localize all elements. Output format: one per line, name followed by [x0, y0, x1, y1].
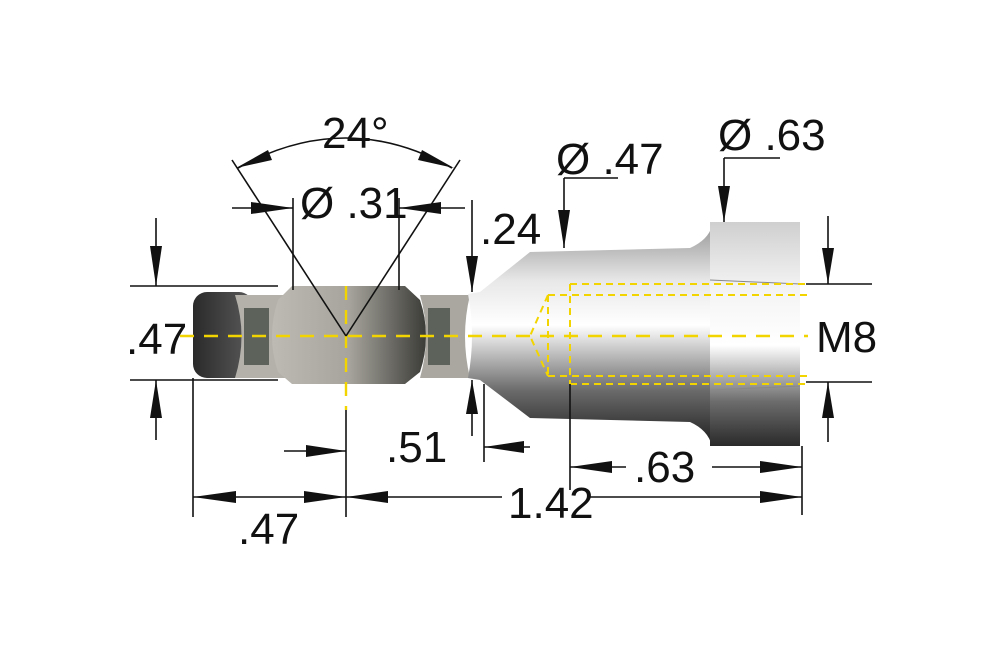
ball-bore-label: Ø .31 — [300, 179, 408, 228]
hex-edges — [709, 279, 801, 391]
thread-depth-label: .63 — [634, 443, 695, 492]
body-dia-label: Ø .47 — [556, 135, 664, 184]
left-cap — [193, 292, 253, 378]
hex-section — [710, 222, 800, 446]
hex-dia-label: Ø .63 — [718, 111, 826, 160]
rod-end-part — [193, 222, 801, 446]
angle-label: 24° — [322, 109, 389, 158]
center-to-end-label: .47 — [238, 505, 299, 554]
ball-width-label: .47 — [126, 315, 187, 364]
overall-length-label: 1.42 — [508, 479, 594, 528]
thread-hidden-lines — [528, 283, 808, 385]
right-insert — [428, 308, 450, 365]
dimension-labels: 24° Ø .31 .24 Ø .47 Ø .63 M8 .47 .47 .51… — [126, 109, 877, 554]
center-to-neck-label: .51 — [386, 423, 447, 472]
dimension-lines — [130, 137, 872, 517]
neck-label: .24 — [480, 205, 541, 254]
centerlines — [180, 283, 808, 410]
thread-label: M8 — [816, 313, 877, 362]
